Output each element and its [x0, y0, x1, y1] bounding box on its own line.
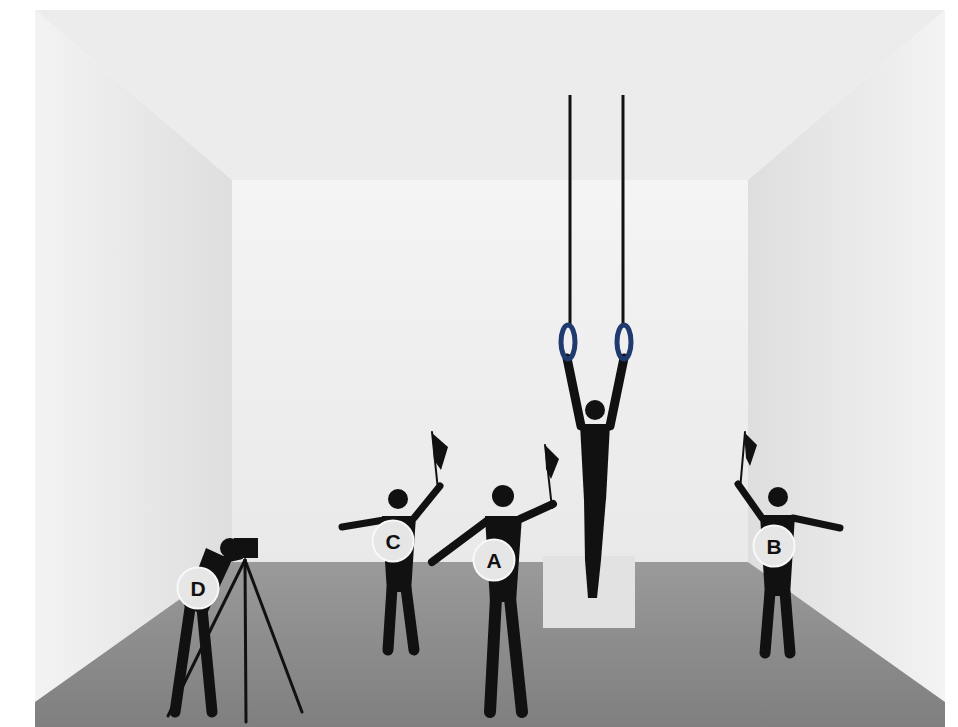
ring-strap	[569, 95, 572, 325]
callout-letter: B	[766, 536, 781, 557]
label-circle: B	[752, 524, 796, 568]
circle-shape	[754, 526, 795, 567]
left-wall	[35, 10, 232, 702]
ring	[617, 325, 631, 359]
ring	[561, 325, 575, 359]
circle-shape	[373, 521, 414, 562]
judge-silhouette	[342, 432, 448, 650]
label-circle: A	[472, 538, 516, 582]
label-circle: D	[176, 566, 220, 610]
judge-silhouette	[432, 445, 559, 712]
circle-shape	[178, 568, 219, 609]
circle-shape	[474, 540, 515, 581]
camera-operator-silhouette	[168, 538, 302, 722]
callout-letter: C	[385, 531, 400, 552]
gymnast-silhouette	[567, 358, 624, 598]
label-circle: C	[371, 519, 415, 563]
back-wall	[232, 180, 748, 562]
ring-strap	[622, 95, 625, 325]
callout-letter: A	[486, 550, 501, 571]
callout-letter: D	[190, 578, 205, 599]
judge-silhouette	[738, 432, 840, 653]
